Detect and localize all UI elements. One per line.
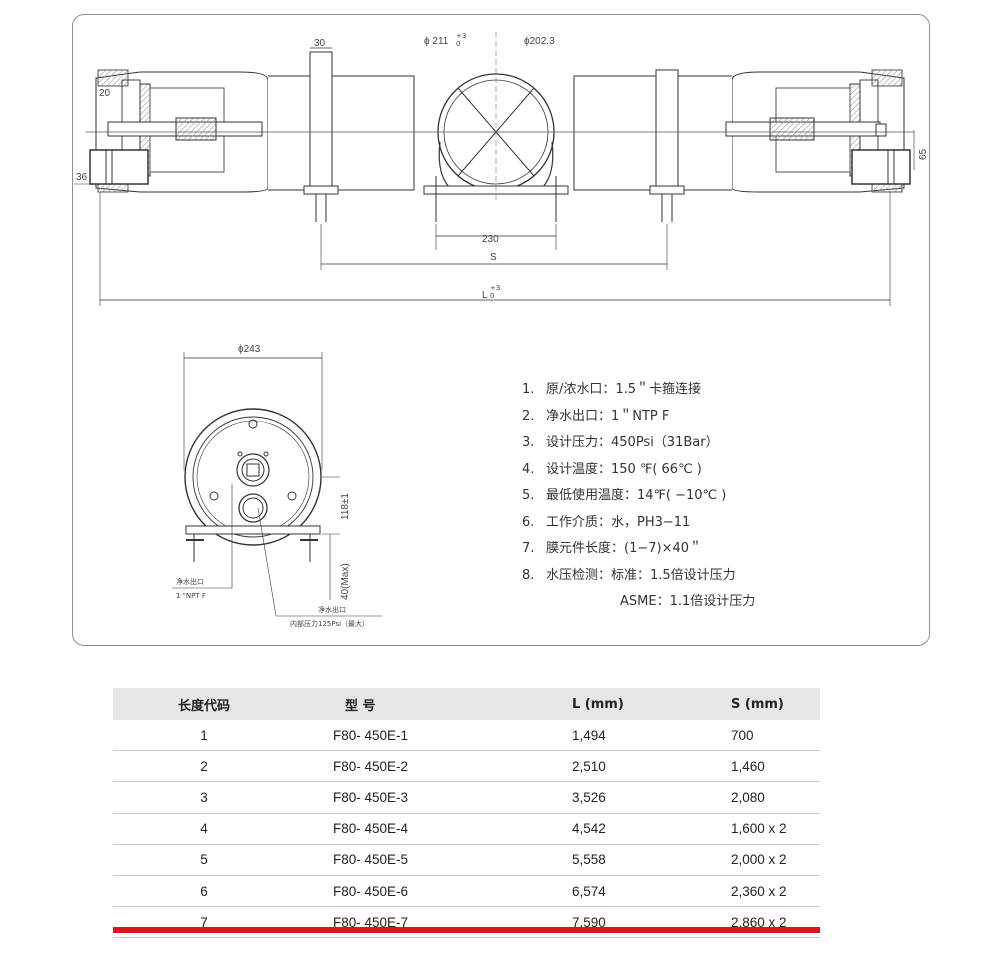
callout-internal-pressure: 内部压力125Psi（最大） [290,619,369,628]
dim-36: 36 [76,172,88,183]
dim-65: 65 [918,148,929,160]
dim-s: S [490,252,497,263]
dim-l-tol-upper: +3 [490,284,500,292]
dim-l-tol-lower: 0 [490,292,494,300]
drawing-panel [72,14,930,646]
technical-drawing: 30 ϕ 211 +3 0 ϕ202.3 20 36 65 230 S L +3… [74,32,929,628]
col-length-code: 长度代码 [113,688,295,720]
spec-item: 2.净水出口：1＂NTP F [522,408,670,424]
spec-list: 1.原/浓水口：1.5＂卡箍连接 2.净水出口：1＂NTP F 3.设计压力：4… [522,377,755,616]
callout-permeate-outlet-2: 净水出口 [318,605,346,614]
dim-211: ϕ 211 [424,36,449,47]
clamp-left [309,51,333,193]
dim-202: ϕ202.3 [524,36,555,47]
dim-l: L [482,290,488,301]
dim-118: 118±1 [340,493,351,520]
spec-item: 3.设计压力：450Psi（31Bar） [522,435,719,450]
spec-item: 7.膜元件长度：(1−7)×40＂ [522,541,703,556]
dim-211-tol-lower: 0 [456,40,460,48]
col-s-mm: S (mm) [721,688,820,720]
dim-243: ϕ243 [238,344,261,355]
spec-item: 1.原/浓水口：1.5＂卡箍连接 [522,382,702,397]
dim-230: 230 [482,234,499,245]
spec-item: 8.水压检测：标准：1.5倍设计压力 [522,567,736,583]
dim-20: 20 [99,88,111,99]
callout-permeate-outlet: 净水出口 [176,577,204,586]
clamp-right [655,69,679,193]
col-l-mm: L (mm) [562,688,721,720]
dim-40-max: 40(Max) [340,563,351,600]
col-model: 型 号 [295,688,562,720]
spec-item: 5.最低使用温度：14℉( −10℃ ) [522,488,727,503]
dim-211-tol-upper: +3 [456,32,466,40]
dim-30: 30 [314,38,326,49]
spec-item-continuation: ASME：1.1倍设计压力 [620,594,756,609]
spec-item: 4.设计温度：150 ℉( 66℃ ) [522,461,702,477]
table-header-row: 长度代码 型 号 L (mm) S (mm) [113,688,820,720]
accent-bar [113,927,820,933]
spec-item: 6.工作介质：水，PH3−11 [522,514,691,530]
callout-permeate-npt: 1 "NPT F [176,592,206,600]
